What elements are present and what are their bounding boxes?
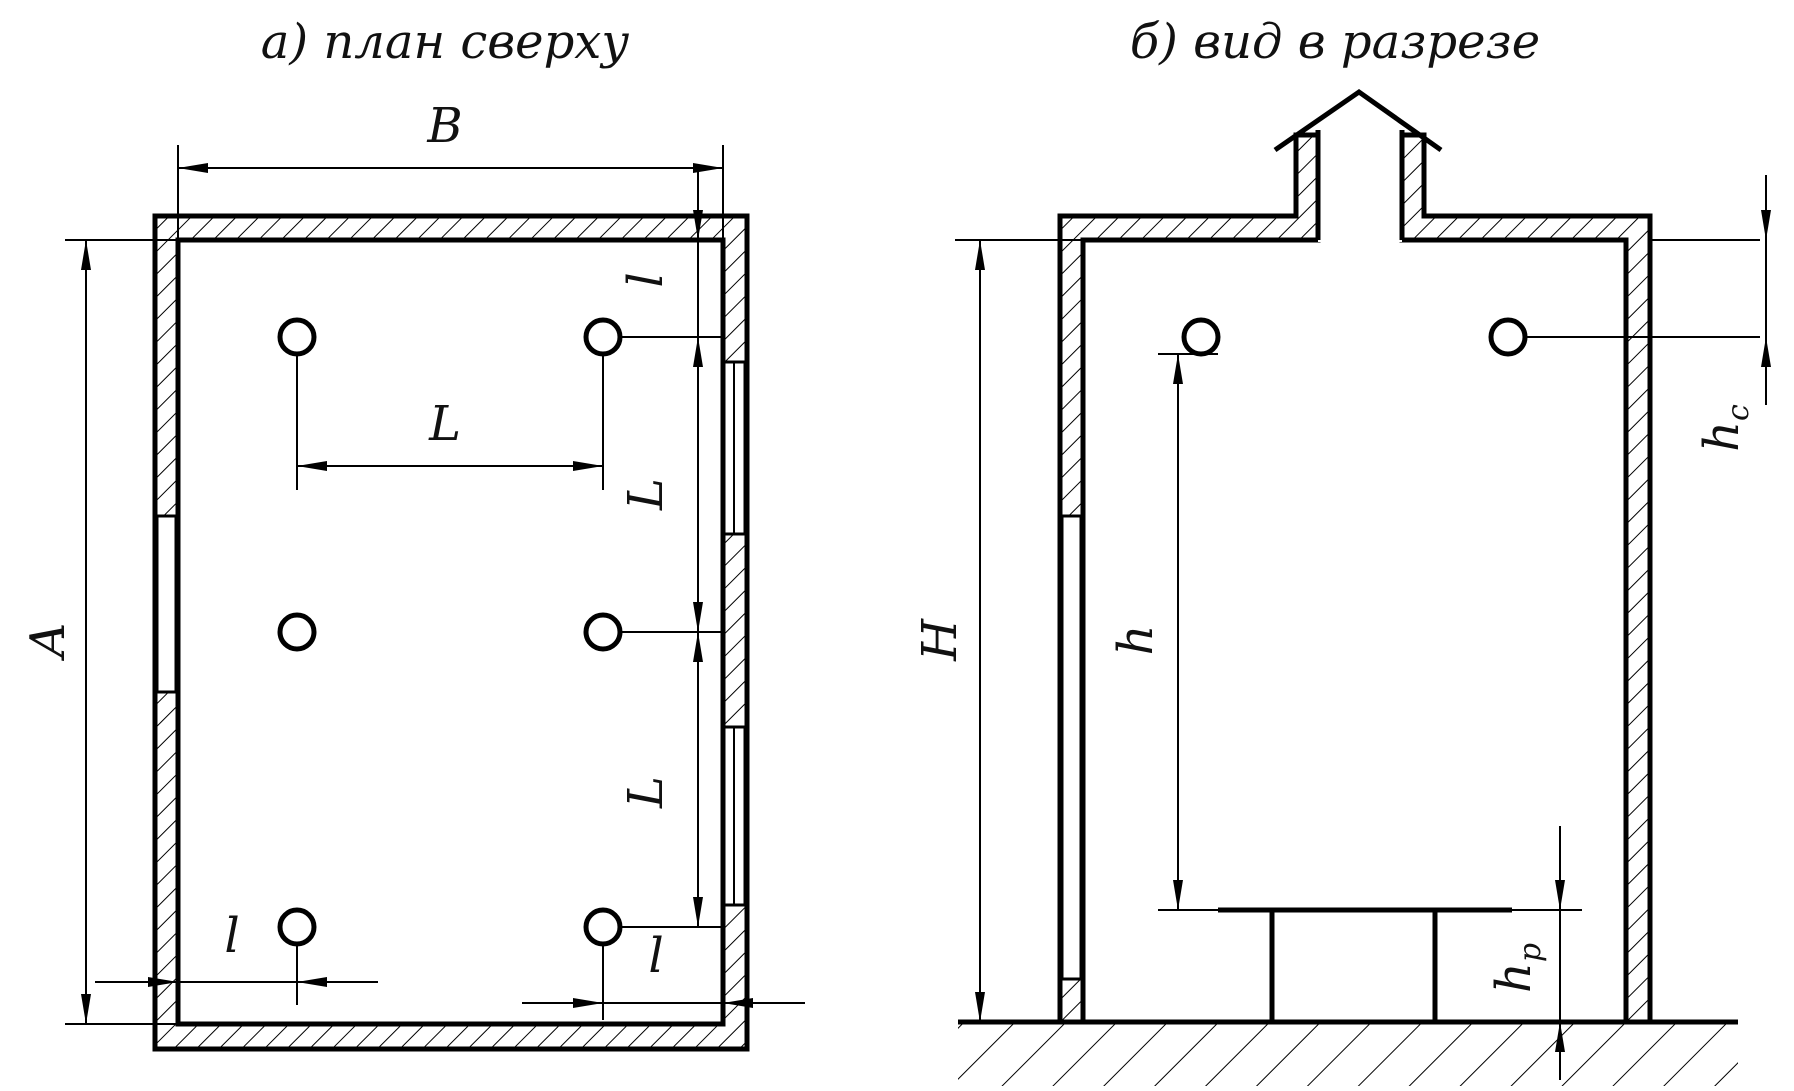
ground-hatch bbox=[958, 1024, 1738, 1086]
dim-label-hp: hp bbox=[1486, 943, 1548, 993]
vent-cap bbox=[1273, 88, 1443, 153]
section-view: H h hc hp bbox=[912, 88, 1771, 1086]
lamp-icon bbox=[277, 907, 317, 947]
dim-label-B: B bbox=[426, 98, 462, 154]
dim-label-h: h bbox=[1108, 625, 1164, 656]
lamp-icon bbox=[583, 612, 623, 652]
dim-label-l-bottom-right: l bbox=[648, 928, 663, 984]
lamp-icon bbox=[583, 317, 623, 357]
dim-label-L-horizontal: L bbox=[428, 396, 461, 452]
section-window-left bbox=[1060, 514, 1083, 981]
dim-label-l-top-right: l bbox=[618, 272, 674, 287]
lamp-icon bbox=[583, 907, 623, 947]
dim-label-l-bottom-left: l bbox=[224, 908, 239, 964]
lamp-icon bbox=[1181, 317, 1221, 357]
section-wall bbox=[1057, 132, 1653, 1025]
plan-wall bbox=[152, 213, 750, 1052]
plan-title: а) план сверху bbox=[261, 14, 630, 70]
dim-label-L-vertical-top: L bbox=[618, 478, 674, 511]
plan-window-left bbox=[155, 514, 178, 694]
lamp-icon bbox=[277, 317, 317, 357]
lamp-icon bbox=[277, 612, 317, 652]
dim-label-A: A bbox=[20, 623, 76, 662]
lamp-icon bbox=[1488, 317, 1528, 357]
dim-label-H: H bbox=[912, 618, 968, 662]
dim-label-hc: hc bbox=[1694, 404, 1756, 452]
dim-label-L-vertical-bottom: L bbox=[618, 776, 674, 809]
plan-view: B A L l L L l l bbox=[20, 98, 805, 1052]
section-title: б) вид в разрезе bbox=[1130, 14, 1540, 70]
